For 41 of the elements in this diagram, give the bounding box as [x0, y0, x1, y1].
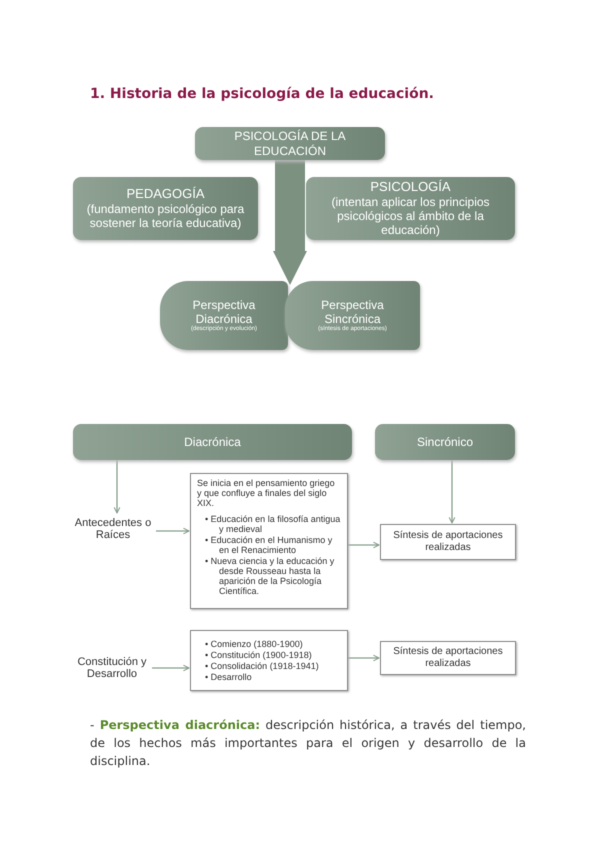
- note-paragraph: - Perspectiva diacrónica: descripción histórica, a través del tiempo, de los hechos más importantes para el origen y desarrollo de la disciplina.: [90, 717, 526, 770]
- arrow: [448, 460, 456, 524]
- category-box: [285, 281, 420, 350]
- category-box: [195, 127, 385, 160]
- box-label: Síntesis de aportaciones realizadas: [392, 646, 504, 670]
- arrow: [152, 664, 190, 672]
- node-text: Antecedentes o Raíces: [70, 514, 156, 544]
- list-item: • Comienzo (1880-1900): [205, 639, 304, 649]
- node-text: Constitución y Desarrollo: [72, 653, 152, 683]
- category-box: [375, 424, 515, 460]
- text-box: [190, 473, 348, 609]
- list-item: • Educación en la filosofía antigua y medieval: [205, 514, 341, 534]
- text-box: [380, 524, 516, 560]
- list-item: • Nueva ciencia y la educación y desde Rousseau hasta la aparición de la Psicología Científica.: [205, 556, 336, 596]
- list-item: • Consolidación (1918-1941): [205, 661, 319, 671]
- text-box: [190, 630, 348, 691]
- box-heading: PSICOLOGÍA: [370, 179, 451, 195]
- box-label: Síntesis de aportaciones realizadas: [392, 530, 504, 554]
- list-item: • Desarrollo: [205, 672, 253, 682]
- arrow: [114, 460, 120, 514]
- box-heading: Perspectiva Diacrónica: [192, 298, 256, 326]
- box-label: Sincrónico: [416, 434, 474, 450]
- section-title: 1. Historia de la psicología de la educación.: [90, 86, 434, 102]
- box-label: Diacrónica: [184, 434, 241, 450]
- category-box: [73, 177, 258, 240]
- box-label: PSICOLOGÍA DE LA EDUCACIÓN: [233, 129, 347, 158]
- box-heading: Perspectiva Sincrónica: [321, 298, 384, 326]
- box-heading: PEDAGOGÍA: [126, 186, 205, 202]
- block-arrow: [273, 160, 307, 285]
- arrow: [348, 542, 380, 548]
- category-box: [160, 281, 288, 350]
- arrow: [156, 528, 190, 534]
- box-text: Se inicia en el pensamiento griego y que confluye a finales del siglo XIX.: [197, 478, 336, 508]
- arrow: [348, 654, 380, 662]
- list-item: • Educación en el Humanismo y en el Renacimiento: [205, 535, 334, 555]
- list-item: • Constitución (1900-1918): [205, 650, 313, 660]
- box-text: (fundamento psicológico para sostener la teoría educativa): [86, 202, 246, 231]
- text-box: [380, 641, 516, 675]
- category-box: [306, 177, 515, 240]
- category-box: [73, 424, 352, 460]
- box-text: (intentan aplicar los principios psicológicos al ámbito de la educación): [330, 194, 491, 238]
